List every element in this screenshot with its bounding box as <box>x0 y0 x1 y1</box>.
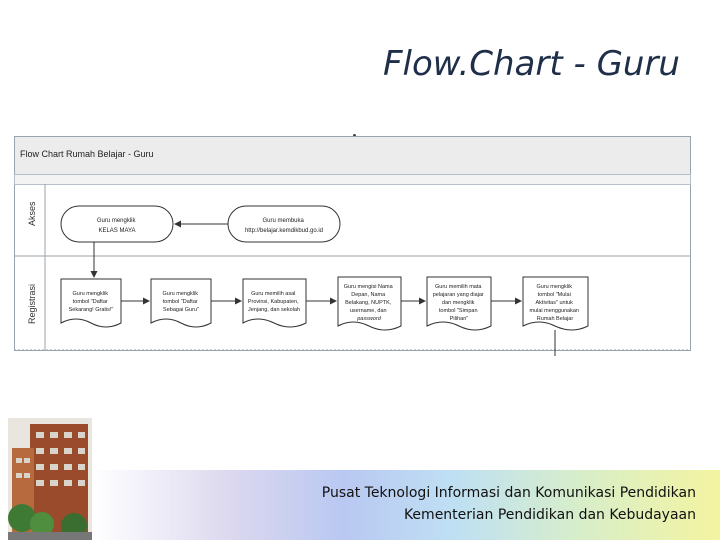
building-photo <box>8 418 92 540</box>
footer-gradient-band <box>92 470 720 540</box>
slide-title: Flow.Chart - Guru <box>383 44 680 84</box>
lane-label-registrasi: Registrasi <box>27 284 37 324</box>
lane-label-akses: Akses <box>27 201 37 226</box>
node-kelas-maya-text: Guru mengklik KELAS MAYA <box>97 218 137 234</box>
node-open-site-text: Guru membuka http://belajar.kemdikbud.go… <box>245 218 323 234</box>
process-r4 <box>337 276 402 331</box>
process-r3-text: Guru memilih asal Provinsi, Kabupaten, J… <box>248 291 300 313</box>
footer: Pusat Teknologi Informasi dan Komunikasi… <box>322 482 696 526</box>
node-kelas-maya <box>60 205 174 243</box>
process-r2-text: Guru mengklik tombol "Daftar Sebagai Gur… <box>163 291 200 313</box>
marker-dot <box>353 134 356 137</box>
flowchart-diagram: Flow Chart Rumah Belajar - Guru Akses Re… <box>14 136 692 356</box>
footer-line-1: Pusat Teknologi Informasi dan Komunikasi… <box>321 485 696 501</box>
process-r1 <box>60 278 122 328</box>
process-r5-text: Guru memilih mata pelajaran yang diajar … <box>433 284 486 322</box>
diagram-title-bar <box>14 136 691 175</box>
node-open-site <box>227 205 341 243</box>
process-r3 <box>242 278 307 328</box>
diagram-subbar <box>14 174 691 185</box>
process-r6 <box>522 276 589 331</box>
process-r2 <box>150 278 212 328</box>
footer-line-2: Kementerian Pendidikan dan Kebudayaan <box>403 507 696 523</box>
process-r4-text: Guru mengisi Nama Depan, Nama Belakang, … <box>344 284 394 322</box>
process-r6-text: Guru mengklik tombol "Mulai Aktivitas" u… <box>529 284 580 322</box>
process-r1-text: Guru mengklik tombol "Daftar Sekarang! G… <box>69 291 114 313</box>
process-r5 <box>426 276 492 331</box>
diagram-title: Flow Chart Rumah Belajar - Guru <box>20 149 154 159</box>
